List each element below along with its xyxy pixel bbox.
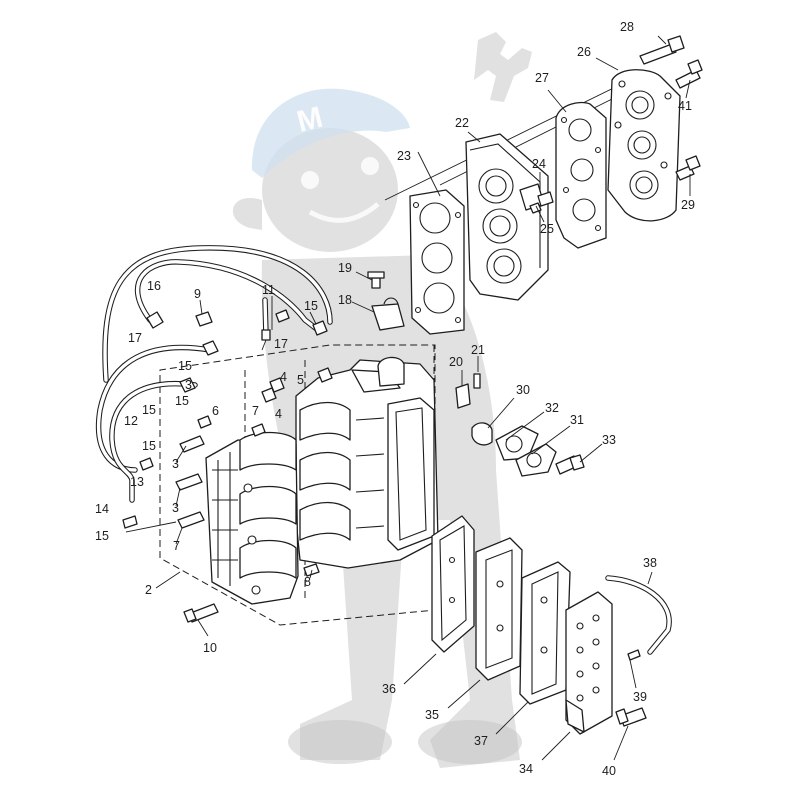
callout-15: 15	[175, 394, 189, 408]
callout-15: 15	[142, 439, 156, 453]
callout-15: 15	[178, 359, 192, 373]
small-parts-front	[175, 311, 493, 623]
callout-37: 37	[474, 734, 488, 748]
callout-29: 29	[681, 198, 695, 212]
callout-7: 7	[252, 404, 259, 418]
leader-lines	[125, 35, 691, 761]
callout-32: 32	[545, 401, 559, 415]
callout-35: 35	[425, 708, 439, 722]
part-36-gasket	[431, 515, 475, 653]
callout-24: 24	[532, 157, 546, 171]
part-27-gasket	[555, 101, 607, 249]
callout-16: 16	[147, 279, 161, 293]
callout-18: 18	[338, 293, 352, 307]
part-35-plate	[475, 537, 523, 681]
callout-38: 38	[643, 556, 657, 570]
callout-23: 23	[397, 149, 411, 163]
callout-21: 21	[471, 343, 485, 357]
callout-17: 17	[274, 337, 288, 351]
callout-28: 28	[620, 20, 634, 34]
callout-17: 17	[128, 331, 142, 345]
callout-22: 22	[455, 116, 469, 130]
part-37-gasket	[519, 561, 571, 705]
callout-40: 40	[602, 764, 616, 778]
callout-8: 8	[304, 575, 311, 589]
callout-7: 7	[173, 539, 180, 553]
callout-3: 3	[185, 378, 192, 392]
callout-15: 15	[304, 299, 318, 313]
callout-33: 33	[602, 433, 616, 447]
part-23-gasket	[409, 189, 465, 335]
part-2-cylinder-block	[205, 431, 299, 605]
callout-41: 41	[678, 99, 692, 113]
callout-4: 4	[275, 407, 282, 421]
callout-26: 26	[577, 45, 591, 59]
callout-19: 19	[338, 261, 352, 275]
callout-10: 10	[203, 641, 217, 655]
callout-11: 11	[262, 283, 275, 297]
hose-group	[95, 245, 333, 529]
callout-27: 27	[535, 71, 549, 85]
callout-30: 30	[516, 383, 530, 397]
callout-34: 34	[519, 762, 533, 776]
part-31-thermostat-cover	[495, 425, 585, 477]
callout-31: 31	[570, 413, 584, 427]
callout-3: 3	[172, 501, 179, 515]
callout-4: 4	[280, 370, 287, 384]
callout-9: 9	[194, 287, 201, 301]
callout-15: 15	[95, 529, 109, 543]
callout-20: 20	[449, 355, 463, 369]
callout-3: 3	[172, 457, 179, 471]
callout-14: 14	[95, 502, 109, 516]
part-22-exhaust-cover	[465, 133, 549, 301]
callout-15: 15	[142, 403, 156, 417]
callout-6: 6	[212, 404, 219, 418]
part-5-crankcase	[295, 356, 439, 569]
callout-5: 5	[297, 373, 304, 387]
part-26-cylinder-head-cover	[607, 69, 681, 222]
callout-25: 25	[540, 222, 554, 236]
callout-labels: 2 3 3 3 4 4 5 6 7 7 8 9 10 11 12 13 14 1…	[95, 20, 695, 778]
callout-36: 36	[382, 682, 396, 696]
callout-13: 13	[130, 475, 144, 489]
part-38-hose	[605, 575, 672, 727]
callout-12: 12	[124, 414, 138, 428]
part-34-outer-cover	[565, 591, 613, 735]
callout-2: 2	[145, 583, 152, 597]
callout-39: 39	[633, 690, 647, 704]
small-parts-back	[367, 35, 703, 331]
